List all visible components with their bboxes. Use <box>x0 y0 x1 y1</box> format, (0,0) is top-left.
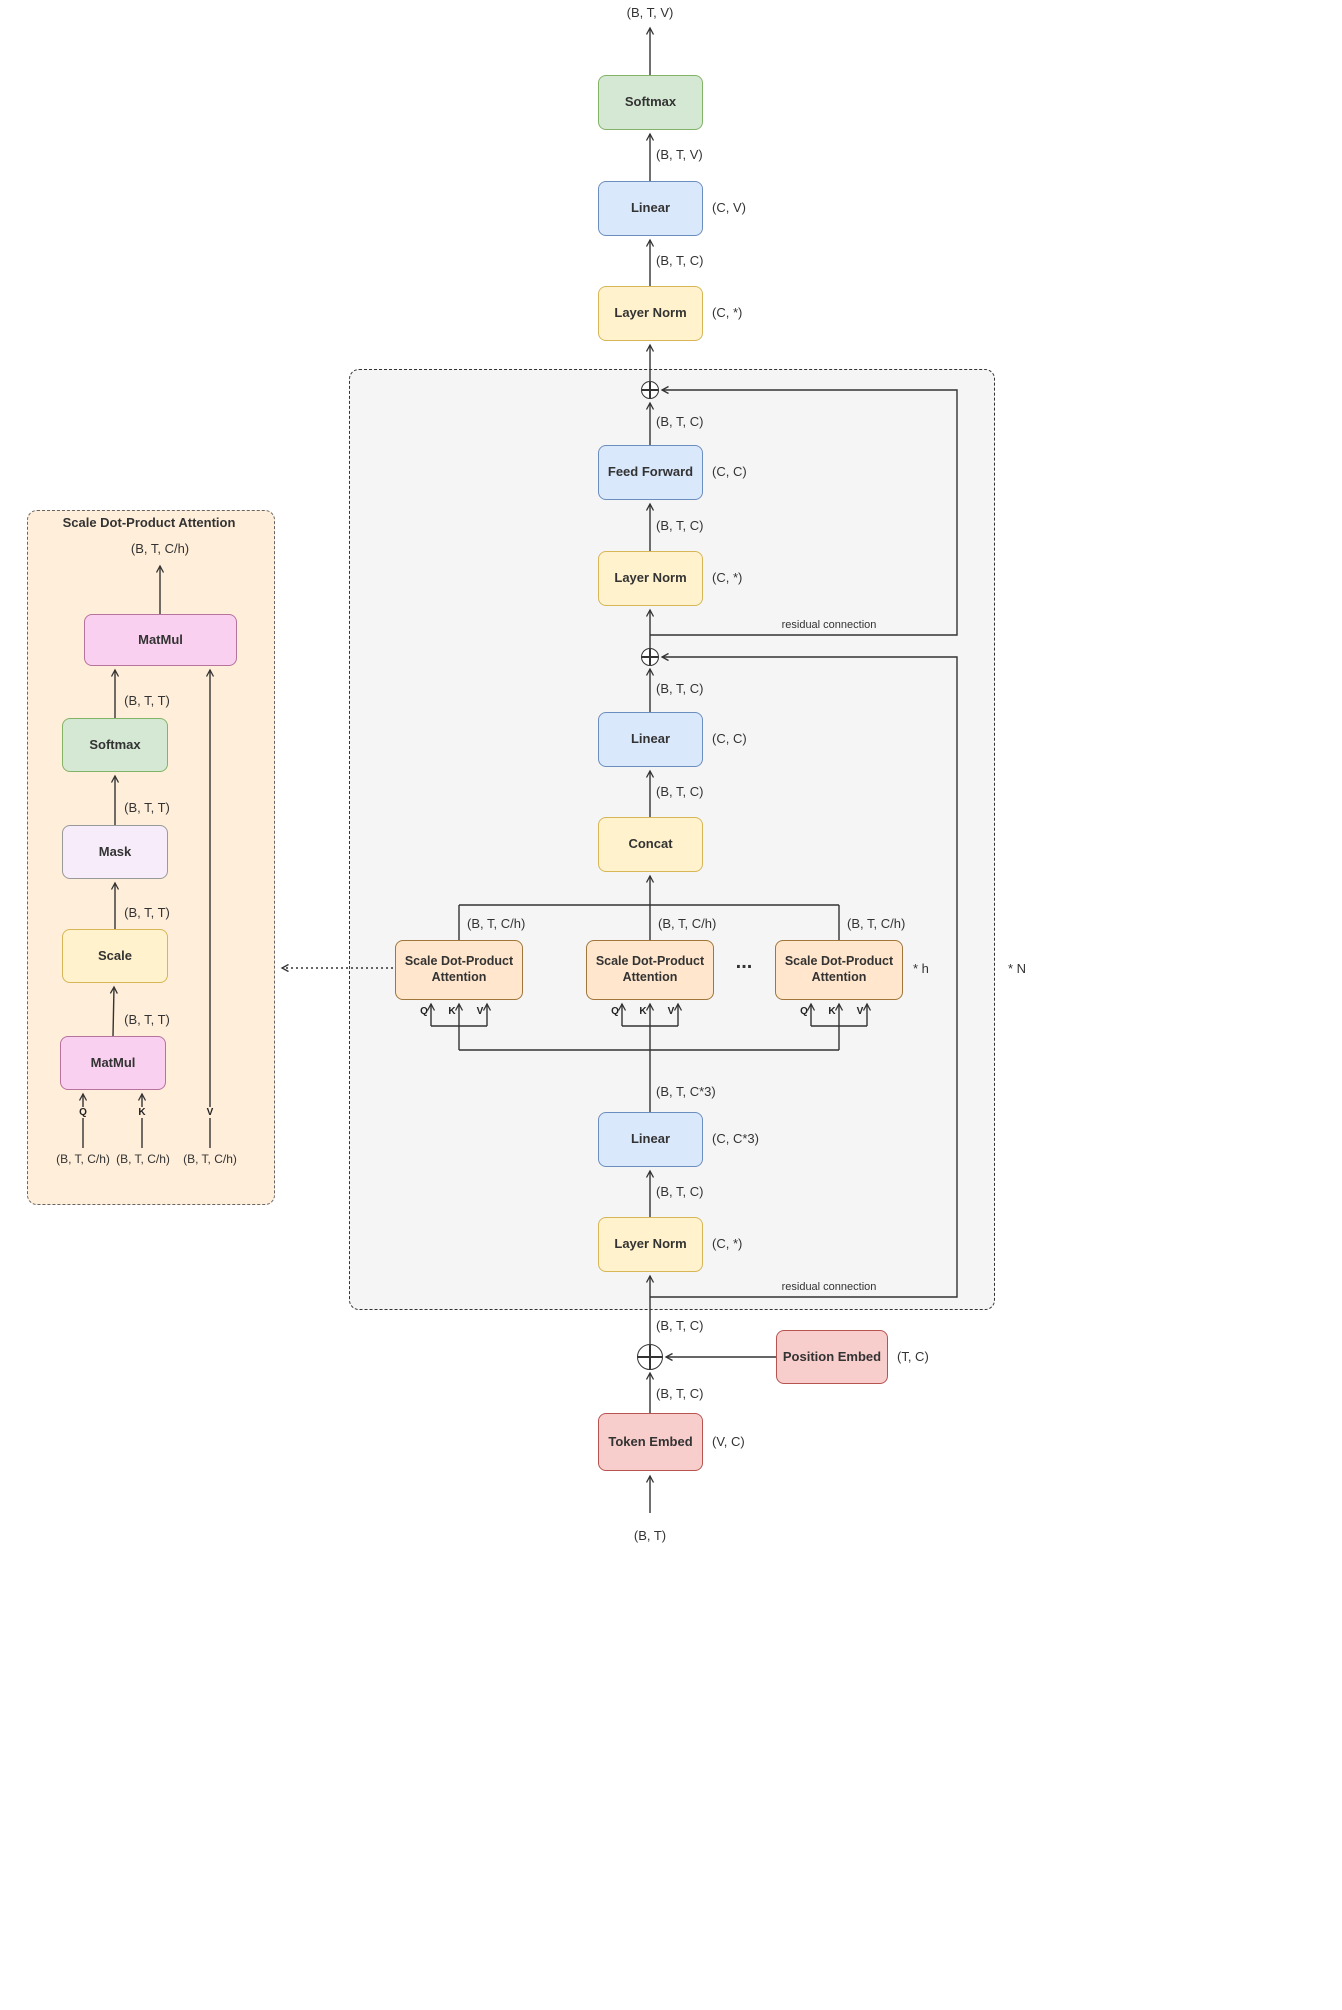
q-shape-label: (B, T, C/h) <box>56 1152 110 1166</box>
detail-title: Scale Dot-Product Attention <box>62 515 236 530</box>
k-shape-label: (B, T, C/h) <box>116 1152 170 1166</box>
shape-label-btc: (B, T, C) <box>656 518 704 533</box>
scale-block: Scale <box>62 929 168 983</box>
shape-label-btt: (B, T, T) <box>124 905 170 920</box>
head-output-shape-label: (B, T, C/h) <box>467 916 526 931</box>
input-shape-label: (B, T) <box>633 1528 667 1543</box>
v-shape-label: (B, T, C/h) <box>183 1152 237 1166</box>
attention-head-1-block: Scale Dot-Product Attention <box>395 940 523 1000</box>
attention-head-2-block: Scale Dot-Product Attention <box>586 940 714 1000</box>
softmax-attn-block: Softmax <box>62 718 168 772</box>
matmul-top-block: MatMul <box>84 614 237 666</box>
shape-label-btt: (B, T, T) <box>124 693 170 708</box>
layer-norm-2-params-label: (C, *) <box>712 570 743 585</box>
output-shape-label: (B, T, V) <box>626 5 674 20</box>
layer-norm-final-params-label: (C, *) <box>712 305 743 320</box>
layer-norm-1-block: Layer Norm <box>598 1217 703 1272</box>
q-label: Q <box>77 1107 89 1118</box>
v-label: V <box>667 1006 675 1017</box>
add-icon-embed <box>637 1344 663 1370</box>
k-label: K <box>136 1107 148 1118</box>
mask-block: Mask <box>62 825 168 879</box>
linear-qkv-block: Linear <box>598 1112 703 1167</box>
ellipsis-label: ... <box>735 951 753 973</box>
layer-norm-final-block: Layer Norm <box>598 286 703 341</box>
detail-output-shape-label: (B, T, C/h) <box>130 541 190 556</box>
position-embed-block: Position Embed <box>776 1330 888 1384</box>
q-label: Q <box>800 1006 808 1017</box>
feed-forward-weights-label: (C, C) <box>712 464 747 479</box>
token-embed-block: Token Embed <box>598 1413 703 1471</box>
residual-connection-label-1: residual connection <box>781 1281 877 1293</box>
shape-label-btc: (B, T, C) <box>656 1386 704 1401</box>
linear-output-weights-label: (C, V) <box>712 200 746 215</box>
times-n-label: * N <box>1008 961 1027 976</box>
shape-label-btc: (B, T, C) <box>656 1318 704 1333</box>
layer-norm-1-params-label: (C, *) <box>712 1236 743 1251</box>
linear-projection-block: Linear <box>598 712 703 767</box>
token-embed-weights-label: (V, C) <box>712 1434 745 1449</box>
shape-label-btt: (B, T, T) <box>124 800 170 815</box>
shape-label-btc: (B, T, C) <box>656 784 704 799</box>
shape-label-btc: (B, T, C) <box>656 414 704 429</box>
residual-connection-label-2: residual connection <box>781 619 877 631</box>
shape-label-btc: (B, T, C) <box>656 253 704 268</box>
add-icon-mid <box>641 648 659 666</box>
shape-label-btc: (B, T, C) <box>656 681 704 696</box>
k-label: K <box>448 1006 456 1017</box>
k-label: K <box>828 1006 836 1017</box>
q-label: Q <box>611 1006 619 1017</box>
v-label: V <box>204 1107 216 1118</box>
position-embed-weights-label: (T, C) <box>897 1349 929 1364</box>
linear-projection-weights-label: (C, C) <box>712 731 747 746</box>
attention-head-3-block: Scale Dot-Product Attention <box>775 940 903 1000</box>
k-label: K <box>639 1006 647 1017</box>
head-output-shape-label: (B, T, C/h) <box>658 916 717 931</box>
times-h-label: * h <box>913 961 929 976</box>
head-output-shape-label: (B, T, C/h) <box>847 916 906 931</box>
shape-label-btc: (B, T, C) <box>656 1184 704 1199</box>
concat-block: Concat <box>598 817 703 872</box>
v-label: V <box>856 1006 864 1017</box>
add-icon-top <box>641 381 659 399</box>
shape-label-btc3: (B, T, C*3) <box>656 1084 716 1099</box>
v-label: V <box>476 1006 484 1017</box>
shape-label-btt: (B, T, T) <box>124 1012 170 1027</box>
shape-label-btv: (B, T, V) <box>656 147 703 162</box>
softmax-output-block: Softmax <box>598 75 703 130</box>
linear-output-block: Linear <box>598 181 703 236</box>
matmul-bottom-block: MatMul <box>60 1036 166 1090</box>
linear-qkv-weights-label: (C, C*3) <box>712 1131 759 1146</box>
layer-norm-2-block: Layer Norm <box>598 551 703 606</box>
feed-forward-block: Feed Forward <box>598 445 703 500</box>
q-label: Q <box>420 1006 428 1017</box>
